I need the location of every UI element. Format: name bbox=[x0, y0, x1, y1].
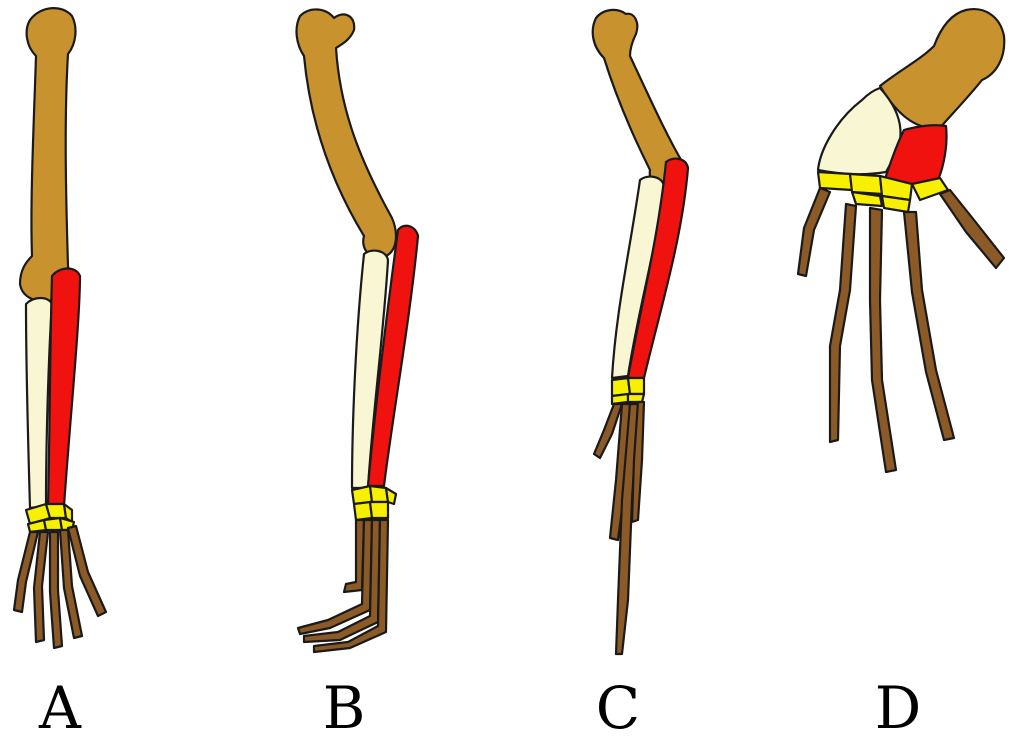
limb-d: D bbox=[798, 9, 1004, 741]
limb-c-carpals bbox=[612, 378, 644, 404]
label-b: B bbox=[323, 674, 366, 741]
limb-b-carpals bbox=[352, 486, 396, 520]
label-c: C bbox=[596, 674, 640, 741]
limb-a-radius bbox=[48, 269, 80, 507]
limb-a-hand bbox=[14, 526, 106, 648]
limb-a-humerus bbox=[20, 8, 75, 301]
limb-b-humerus bbox=[297, 9, 396, 257]
label-a: A bbox=[38, 674, 82, 741]
limb-b: B bbox=[297, 9, 418, 741]
label-d: D bbox=[875, 674, 922, 741]
limb-c-hand bbox=[594, 402, 644, 654]
limb-a: A bbox=[14, 8, 106, 741]
limb-a-carpals bbox=[26, 504, 74, 532]
limb-d-hand bbox=[798, 188, 1004, 472]
limb-d-humerus bbox=[880, 9, 1004, 128]
limb-d-ulna bbox=[818, 88, 901, 174]
limb-b-hand bbox=[298, 520, 388, 652]
limb-c: C bbox=[593, 10, 688, 741]
